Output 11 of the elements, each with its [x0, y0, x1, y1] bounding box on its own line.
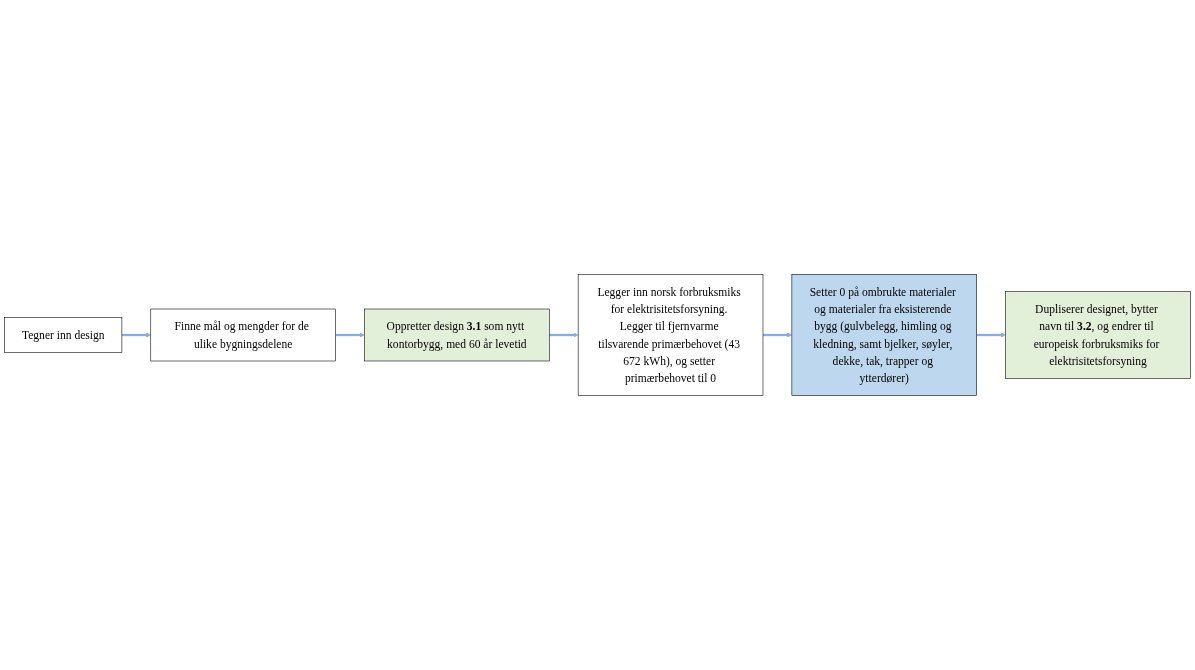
arrow [976, 332, 1006, 338]
arrow [763, 332, 793, 338]
arrow [335, 332, 365, 338]
node-box: Finne mål og mengder for de ulike bygningsdelene [150, 308, 336, 362]
node-box: Setter 0 på ombrukte materialer og materialer fra eksisterende bygg (gulvbelegg, himling og kledning, samt bjelker, søyler, dekke, tak, trapper og ytterdører) [791, 274, 977, 396]
arrow [121, 332, 151, 338]
node-box: Dupliserer designet, bytter navn til 3.2, og endrer til europeisk forbruksmiks for elektrisitetsforsyning [1005, 291, 1191, 379]
arrow [549, 332, 579, 338]
node-box: Oppretter design 3.1 som nytt kontorbygg, med 60 år levetid [364, 308, 550, 362]
node-box: Legger inn norsk forbruksmiks for elektrisitetsforsyning. Legger til fjernvarme tilsvarende primærbehovet (43 672 kWh), og setter primærbehovet til 0 [577, 274, 764, 396]
node-box: Tegner inn design [4, 317, 123, 353]
